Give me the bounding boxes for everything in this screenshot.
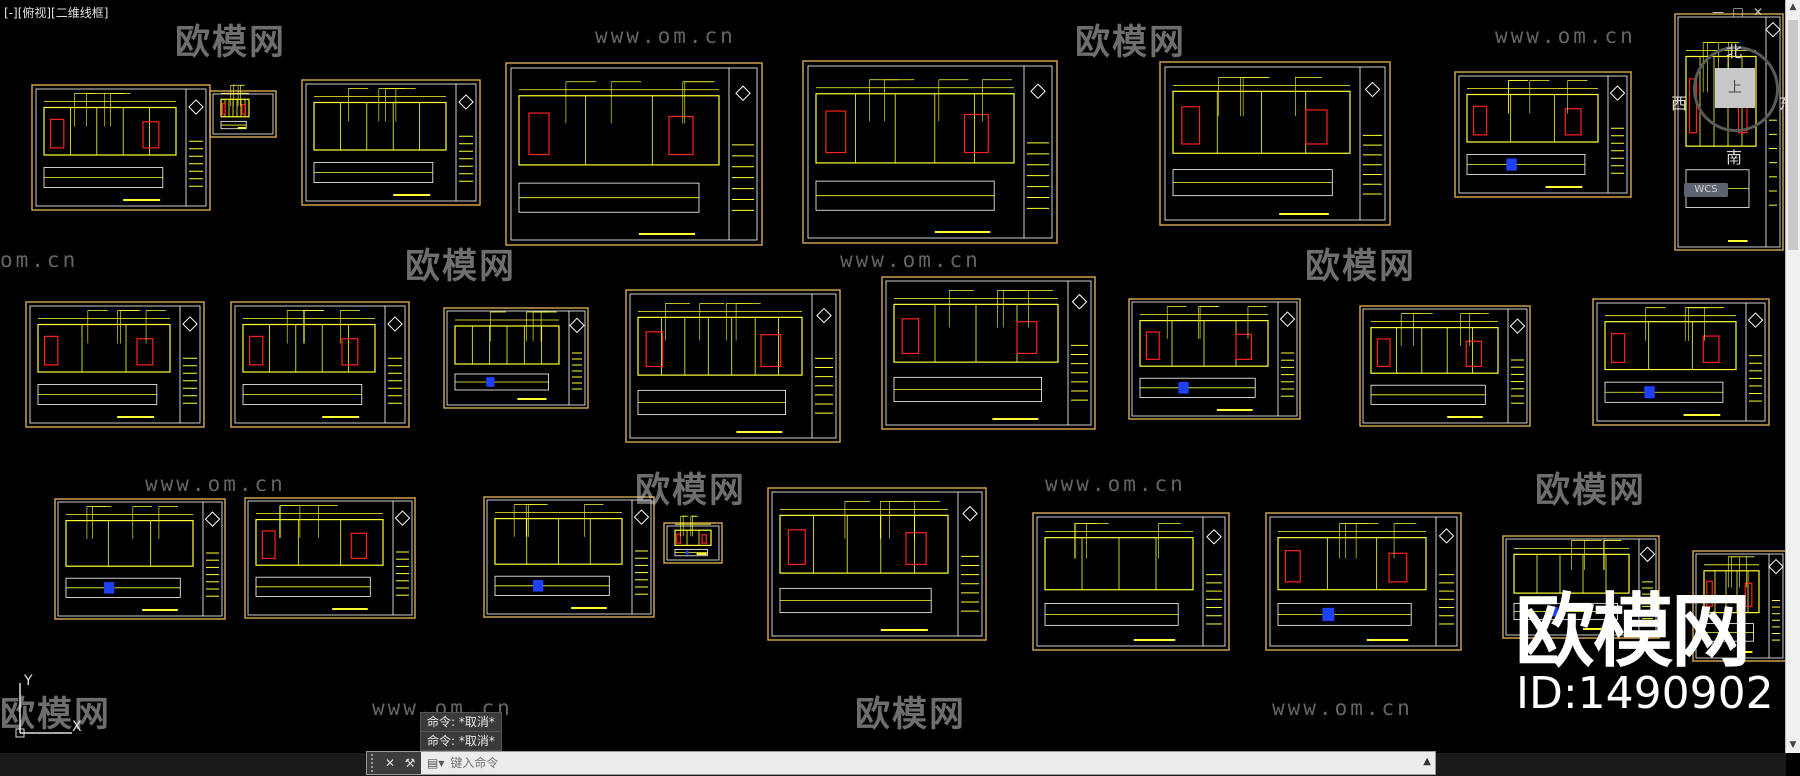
watermark-url: www.om.cn: [595, 24, 736, 48]
command-line-tools: ✕ ⚒: [367, 752, 421, 774]
view-cube-face-top[interactable]: 上: [1715, 68, 1755, 108]
sofa-icon: [115, 29, 171, 59]
sofa-icon: [1245, 253, 1301, 283]
compass-north[interactable]: 北: [1726, 42, 1743, 61]
viewport-label[interactable]: [-][俯视][二维线框]: [4, 6, 109, 20]
ucs-icon: Y X: [10, 673, 90, 743]
compass-east[interactable]: 东: [1779, 90, 1786, 114]
wcs-button[interactable]: WCS: [1684, 183, 1728, 197]
drawing-viewport[interactable]: 欧模网 www.om.cn 欧模网 www.om.cn om.cn 欧模网 ww…: [0, 0, 1786, 753]
compass-ring[interactable]: [1693, 46, 1779, 132]
compass-west[interactable]: 西: [1671, 94, 1688, 113]
ucs-x-label: X: [72, 719, 82, 735]
sofa-icon: [345, 253, 401, 283]
view-cube[interactable]: 上 北 南 西 东: [1671, 36, 1786, 167]
restore-icon[interactable]: □: [1732, 5, 1744, 19]
sofa-icon: [1475, 477, 1531, 507]
wrench-icon[interactable]: ⚒: [404, 756, 416, 770]
scrollbar-thumb[interactable]: [1788, 20, 1798, 250]
watermark-brand: 欧模网: [115, 14, 286, 65]
sofa-icon: [1015, 29, 1071, 59]
close-icon[interactable]: ✕: [384, 756, 396, 770]
watermark-brand: 欧模网: [1015, 14, 1186, 65]
watermark-url: om.cn: [0, 248, 79, 272]
watermark-url: www.om.cn: [145, 472, 286, 496]
drawing-canvas[interactable]: [0, 0, 1786, 753]
history-up-icon[interactable]: ▲: [1423, 756, 1431, 767]
watermark-url: www.om.cn: [1495, 24, 1636, 48]
watermark-brand: 欧模网: [1245, 238, 1416, 289]
sofa-icon: [575, 477, 631, 507]
command-line[interactable]: ✕ ⚒ ▤▾ ▲: [366, 751, 1436, 775]
command-history-line: 命令: *取消*: [420, 731, 502, 751]
watermark-brand: 欧模网: [345, 238, 516, 289]
watermark-id: ID:1490902: [1516, 668, 1774, 719]
close-icon[interactable]: ✕: [1752, 5, 1764, 19]
vertical-scrollbar[interactable]: ▲ ▼: [1785, 0, 1800, 753]
watermark-url: www.om.cn: [1045, 472, 1186, 496]
grip-handle-icon[interactable]: [371, 754, 377, 772]
minimize-icon[interactable]: —: [1712, 5, 1724, 19]
watermark-url: www.om.cn: [1272, 696, 1413, 720]
watermark-brand: 欧模网: [575, 462, 746, 513]
sofa-icon: [795, 701, 851, 731]
ucs-y-label: Y: [23, 673, 33, 689]
watermark-url: www.om.cn: [840, 248, 981, 272]
scroll-down-icon[interactable]: ▼: [1789, 740, 1797, 750]
ucs-axes-icon: Y X: [15, 673, 82, 738]
command-prompt: ▤▾: [427, 755, 1153, 771]
command-history-line: 命令: *取消*: [420, 712, 502, 732]
scroll-up-icon[interactable]: ▲: [1789, 2, 1797, 12]
viewport-window-controls: — □ ✕: [1712, 6, 1764, 18]
watermark-brand: 欧模网: [795, 686, 966, 737]
watermark-big-brand: 欧模网: [1515, 585, 1751, 678]
watermark-brand: 欧模网: [0, 695, 112, 735]
watermark-brand: 欧模网: [1475, 462, 1646, 513]
command-input[interactable]: [448, 755, 1153, 771]
prompt-icon[interactable]: ▤▾: [427, 756, 445, 770]
compass-south[interactable]: 南: [1726, 148, 1743, 167]
